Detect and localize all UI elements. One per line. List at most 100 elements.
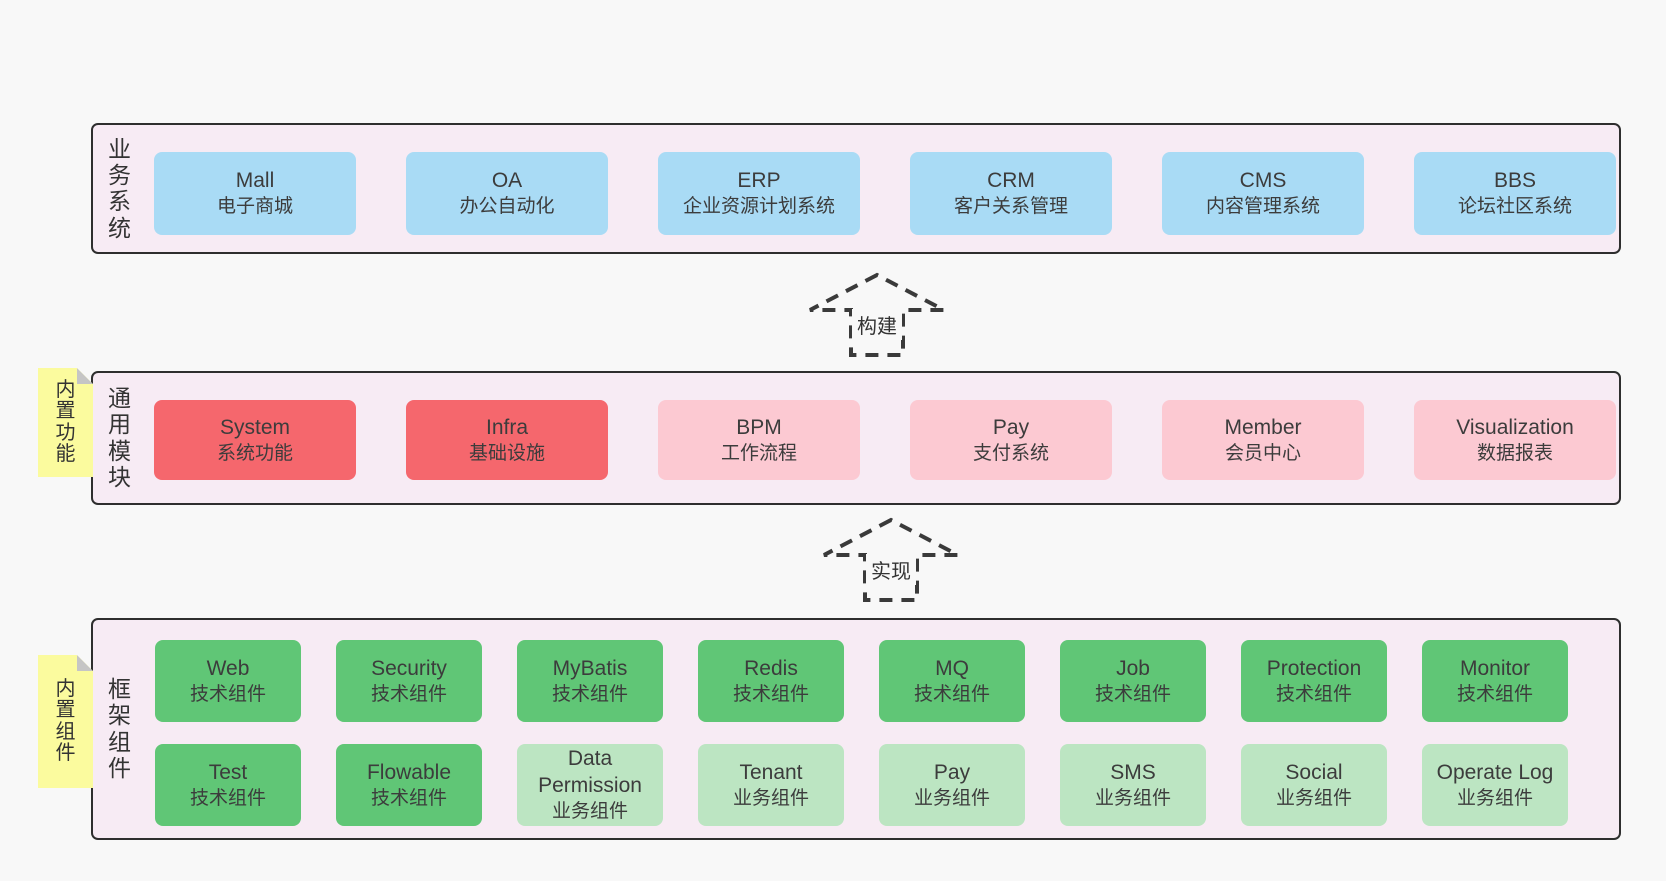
box-subtitle: 业务组件 <box>551 801 628 823</box>
box-social: Social 业务组件 <box>1241 744 1387 826</box>
box-subtitle: 技术组件 <box>1094 683 1171 705</box>
box-cms: CMS 内容管理系统 <box>1162 152 1364 235</box>
box-title: CMS <box>1239 169 1287 193</box>
box-subtitle: 企业资源计划系统 <box>682 196 835 218</box>
box-title: Web <box>206 656 250 680</box>
box-subtitle: 技术组件 <box>913 683 990 705</box>
box-subtitle: 业务组件 <box>1094 787 1171 809</box>
box-subtitle: 数据报表 <box>1476 442 1553 464</box>
arrow-implement-label: 实现 <box>866 554 916 585</box>
box-title: Job <box>1116 656 1150 680</box>
box-oa: OA 办公自动化 <box>406 152 608 235</box>
box-infra: Infra 基础设施 <box>406 400 608 480</box>
box-data-permission: Data Permission 业务组件 <box>517 744 663 826</box>
box-subtitle: 业务组件 <box>913 787 990 809</box>
box-member: Member 会员中心 <box>1162 400 1364 480</box>
box-subtitle: 工作流程 <box>720 442 797 464</box>
box-operate-log: Operate Log 业务组件 <box>1422 744 1568 826</box>
box-title: MyBatis <box>552 656 628 680</box>
box-subtitle: 支付系统 <box>972 442 1049 464</box>
box-erp: ERP 企业资源计划系统 <box>658 152 860 235</box>
box-flowable: Flowable 技术组件 <box>336 744 482 826</box>
box-title: Visualization <box>1456 415 1574 439</box>
band-common-modules: 通用模块 System 系统功能 Infra 基础设施 BPM 工作流程 Pay… <box>91 371 1621 505</box>
box-pay: Pay 支付系统 <box>910 400 1112 480</box>
box-subtitle: 技术组件 <box>732 683 809 705</box>
box-subtitle: 论坛社区系统 <box>1457 196 1572 218</box>
sticky-note-builtin-components: 内置组件 <box>38 655 93 788</box>
box-subtitle: 业务组件 <box>1456 787 1533 809</box>
box-title: System <box>219 415 290 439</box>
box-title: Monitor <box>1459 656 1531 680</box>
sticky-note-text: 内置组件 <box>55 677 76 765</box>
box-title: Member <box>1224 415 1302 439</box>
box-title: Infra <box>485 415 529 439</box>
box-subtitle: 技术组件 <box>189 683 266 705</box>
sticky-note-text: 内置功能 <box>55 378 76 466</box>
box-mall: Mall 电子商城 <box>154 152 356 235</box>
box-subtitle: 技术组件 <box>1456 683 1533 705</box>
box-subtitle: 技术组件 <box>370 787 447 809</box>
box-title: Protection <box>1266 656 1362 680</box>
box-system: System 系统功能 <box>154 400 356 480</box>
box-protection: Protection 技术组件 <box>1241 640 1387 722</box>
box-subtitle: 电子商城 <box>216 196 293 218</box>
box-test: Test 技术组件 <box>155 744 301 826</box>
dashed-up-arrow-icon <box>809 272 945 357</box>
box-title: Operate Log <box>1436 760 1554 784</box>
box-subtitle: 基础设施 <box>468 442 545 464</box>
box-subtitle: 技术组件 <box>370 683 447 705</box>
box-subtitle: 业务组件 <box>732 787 809 809</box>
box-title: Test <box>208 760 248 784</box>
box-title: Pay <box>933 760 971 784</box>
box-subtitle: 技术组件 <box>189 787 266 809</box>
box-mq: MQ 技术组件 <box>879 640 1025 722</box>
band-label-business-systems: 业务系统 <box>108 135 131 241</box>
box-title: MQ <box>935 656 969 680</box>
band-label-framework-components: 框架组件 <box>108 676 131 782</box>
box-visualization: Visualization 数据报表 <box>1414 400 1616 480</box>
box-mybatis: MyBatis 技术组件 <box>517 640 663 722</box>
dashed-up-arrow-icon <box>823 517 959 602</box>
box-subtitle: 业务组件 <box>1275 787 1352 809</box>
box-subtitle: 客户关系管理 <box>953 196 1068 218</box>
box-job: Job 技术组件 <box>1060 640 1206 722</box>
box-title: Mall <box>235 169 275 193</box>
box-tenant: Tenant 业务组件 <box>698 744 844 826</box>
box-title: BPM <box>736 415 782 439</box>
box-title: Data Permission <box>538 746 642 798</box>
box-title: Tenant <box>739 760 803 784</box>
box-bpm: BPM 工作流程 <box>658 400 860 480</box>
box-subtitle: 技术组件 <box>1275 683 1352 705</box>
arrow-build-label: 构建 <box>852 309 902 340</box>
box-subtitle: 技术组件 <box>551 683 628 705</box>
box-sms: SMS 业务组件 <box>1060 744 1206 826</box>
box-crm: CRM 客户关系管理 <box>910 152 1112 235</box>
box-title: Flowable <box>366 760 452 784</box>
box-title: Redis <box>744 656 798 680</box>
box-title: SMS <box>1110 760 1156 784</box>
box-title: Security <box>371 656 447 680</box>
box-bbs: BBS 论坛社区系统 <box>1414 152 1616 235</box>
box-security: Security 技术组件 <box>336 640 482 722</box>
box-redis: Redis 技术组件 <box>698 640 844 722</box>
box-monitor: Monitor 技术组件 <box>1422 640 1568 722</box>
box-pay-component: Pay 业务组件 <box>879 744 1025 826</box>
arrow-implement: 实现 <box>820 516 962 604</box>
box-subtitle: 内容管理系统 <box>1205 196 1320 218</box>
box-title: Pay <box>992 415 1030 439</box>
box-title: BBS <box>1493 169 1537 193</box>
arrow-build: 构建 <box>806 271 948 359</box>
sticky-note-builtin-features: 内置功能 <box>38 368 93 477</box>
box-subtitle: 办公自动化 <box>459 196 555 218</box>
box-subtitle: 会员中心 <box>1224 442 1301 464</box>
band-framework-components: 框架组件 Web 技术组件 Security 技术组件 MyBatis 技术组件… <box>91 618 1621 840</box>
box-web: Web 技术组件 <box>155 640 301 722</box>
box-title: ERP <box>737 169 781 193</box>
box-title: OA <box>491 169 523 193</box>
box-title: Social <box>1285 760 1343 784</box>
band-label-common-modules: 通用模块 <box>108 385 131 491</box>
box-subtitle: 系统功能 <box>216 442 293 464</box>
box-title: CRM <box>987 169 1035 193</box>
